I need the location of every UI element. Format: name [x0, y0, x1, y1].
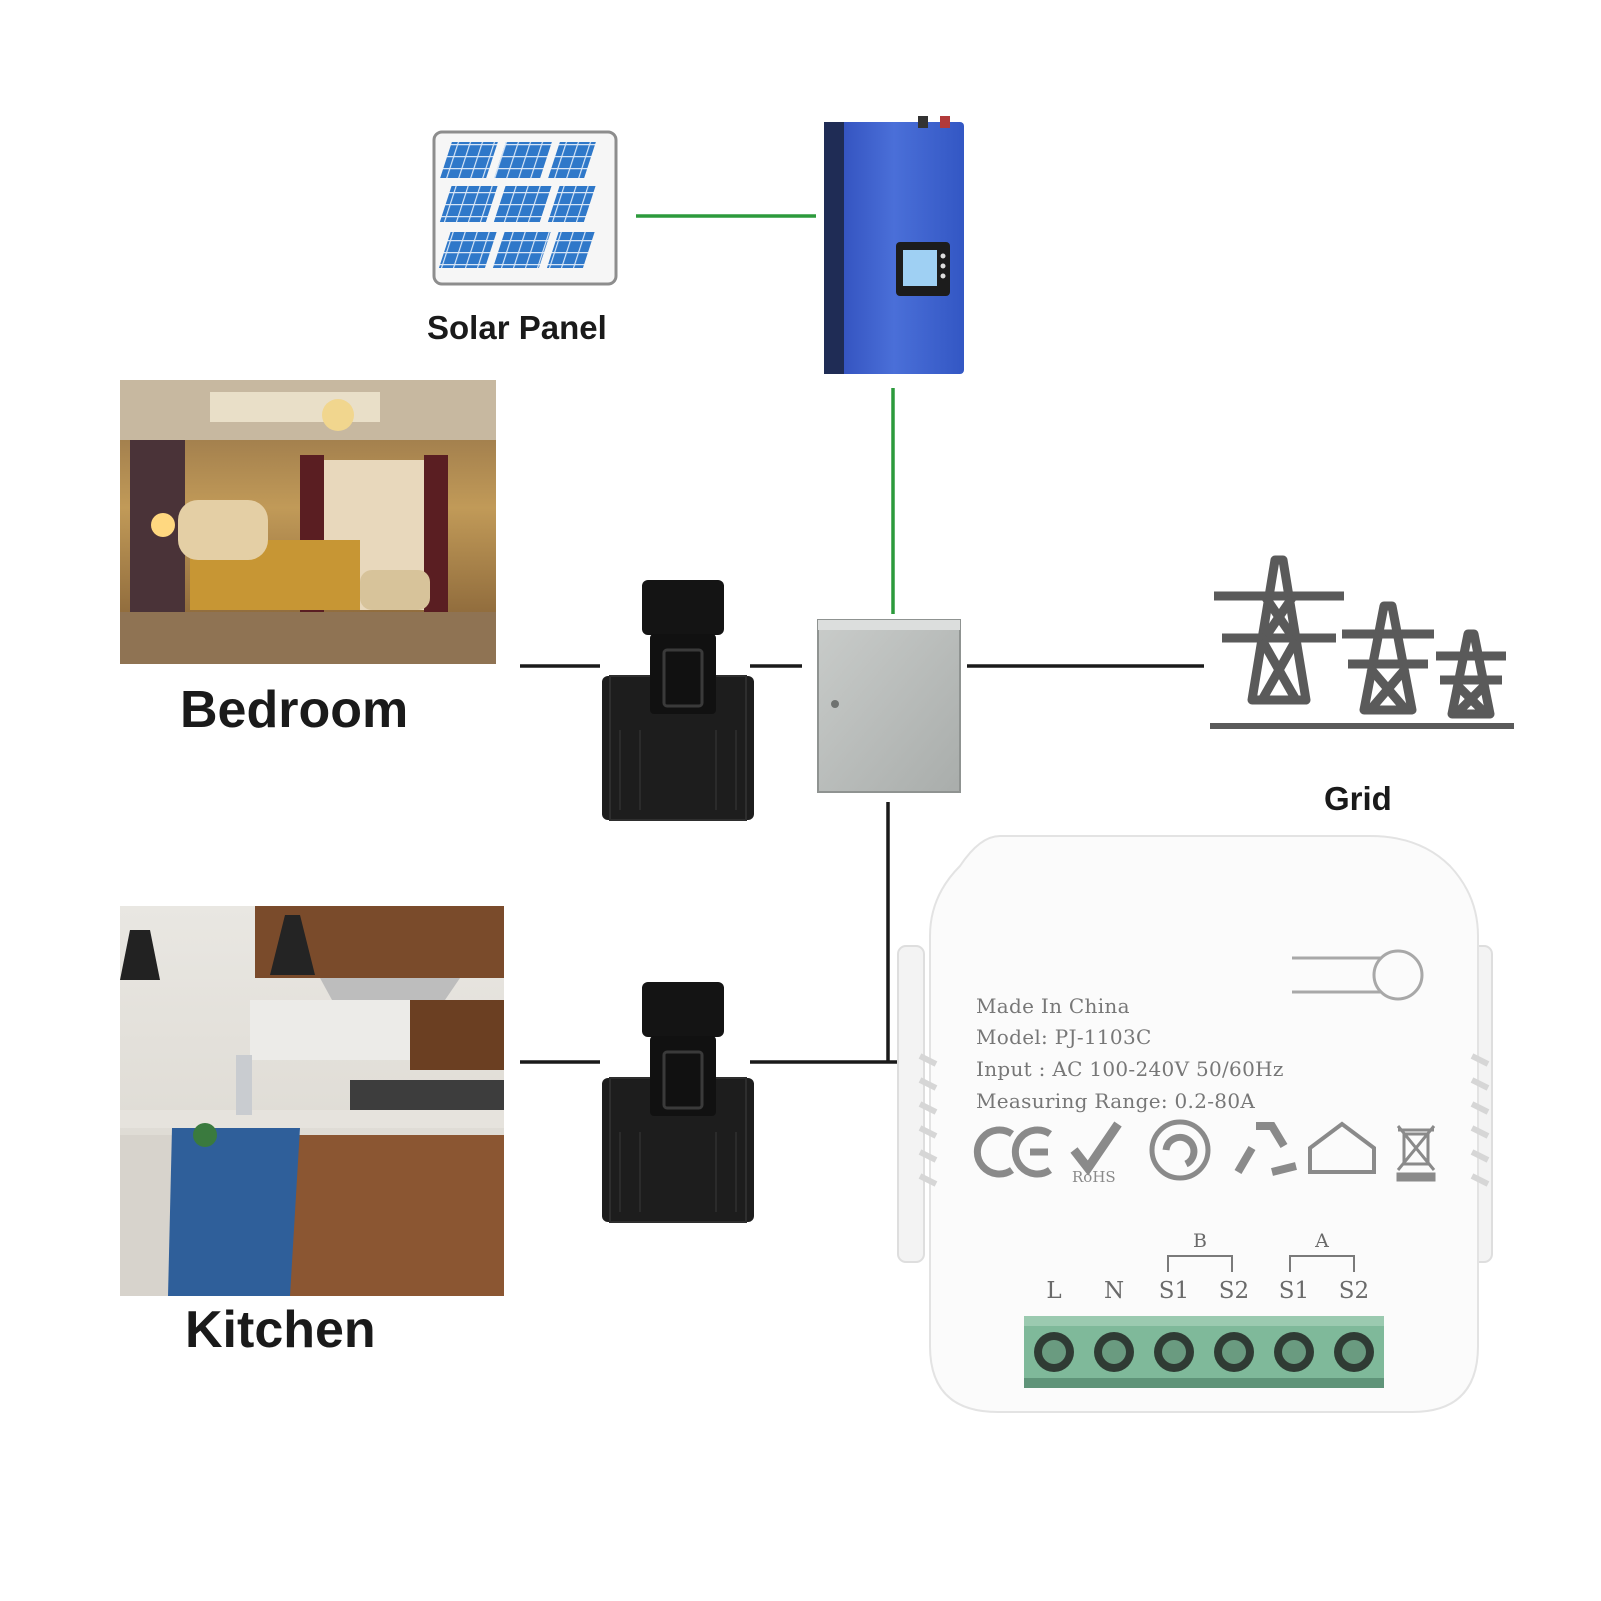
meter-range: Measuring Range: 0.2-80A [976, 1089, 1256, 1113]
ce-mark-icon [973, 1126, 1053, 1178]
bedroom-label: Bedroom [180, 681, 409, 739]
terminal-label-a-s1: S1 [1278, 1278, 1310, 1304]
meter-input: Input : AC 100-240V 50/60Hz [976, 1057, 1284, 1081]
terminal-label-b-s1: S1 [1158, 1278, 1190, 1304]
grid-label: Grid [1324, 780, 1392, 817]
check-icon [1070, 1121, 1122, 1176]
rohs-label: RoHS [1072, 1168, 1116, 1186]
terminal-label-b-s2: S2 [1218, 1278, 1250, 1304]
dc-wires [636, 214, 895, 614]
smart-meter [897, 835, 1493, 1413]
weee-bin-icon [1396, 1125, 1436, 1182]
ct-clamp-bedroom [602, 580, 754, 821]
kitchen-photo [120, 906, 504, 1296]
terminal-label-l: L [1046, 1278, 1062, 1304]
inverter [824, 116, 964, 374]
ct-clamp-kitchen [602, 982, 754, 1223]
group-b-bracket [1167, 1255, 1233, 1272]
recycle-circle-icon [1149, 1119, 1211, 1181]
grid-towers-icon [1210, 555, 1514, 729]
ac-wires [520, 664, 1204, 1064]
group-a-label: A [1315, 1230, 1329, 1252]
solar-panel-label: Solar Panel [427, 309, 607, 346]
solar-panel [432, 130, 618, 286]
meter-model: Model: PJ-1103C [976, 1025, 1152, 1049]
group-a-bracket [1289, 1255, 1355, 1272]
group-b-label: B [1193, 1230, 1207, 1252]
recycle-triangle-icon [1234, 1122, 1297, 1176]
bedroom-photo [120, 380, 496, 664]
house-icon [1308, 1121, 1376, 1174]
kitchen-label: Kitchen [185, 1301, 376, 1359]
distribution-box [817, 619, 961, 793]
meter-made-in: Made In China [976, 994, 1130, 1018]
terminal-label-a-s2: S2 [1338, 1278, 1370, 1304]
terminal-label-n: N [1103, 1278, 1125, 1304]
